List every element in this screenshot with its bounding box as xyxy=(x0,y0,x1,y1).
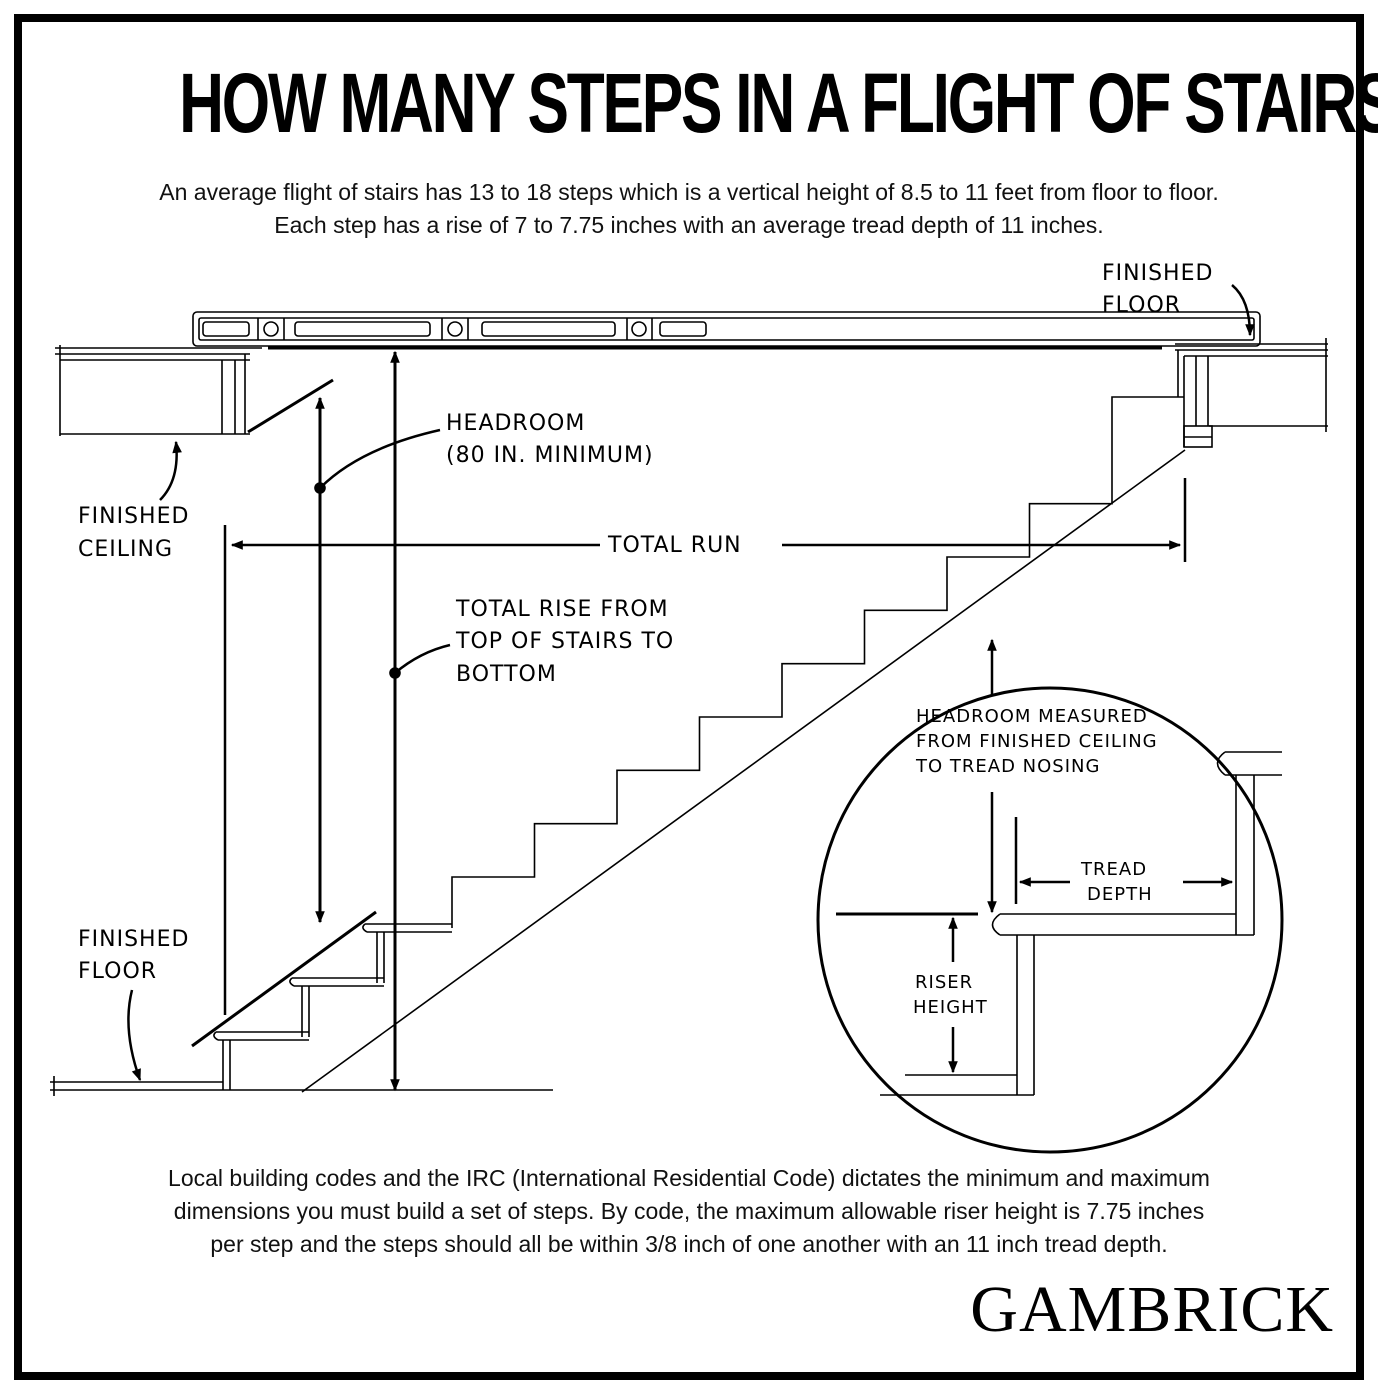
finished-floor-top-leader xyxy=(1231,284,1255,337)
page-title: HOW MANY STEPS IN A FLIGHT OF STAIRS xyxy=(179,56,1378,150)
brand-logo: GAMBRICK xyxy=(970,1273,1334,1346)
finished-floor-bottom-leader xyxy=(127,989,142,1082)
floor-joist-right xyxy=(1175,338,1328,448)
intro-line: Each step has a rise of 7 to 7.75 inches… xyxy=(274,212,1104,238)
handrail-upper xyxy=(247,378,334,434)
label-headroom: HEADROOM(80 IN. MINIMUM) xyxy=(446,411,654,468)
footer-line: Local building codes and the IRC (Intern… xyxy=(168,1165,1210,1191)
stair-profile xyxy=(451,396,1184,928)
lower-treads xyxy=(50,923,553,1096)
spirit-level xyxy=(192,311,1261,347)
intro-text: An average flight of stairs has 13 to 18… xyxy=(0,176,1378,242)
stringer xyxy=(301,449,1186,1093)
finished-ceiling-leader xyxy=(159,440,182,501)
footer-text: Local building codes and the IRC (Intern… xyxy=(0,1162,1378,1261)
headroom-leader xyxy=(319,428,441,489)
detail-inset xyxy=(816,638,1284,1154)
footer-line: per step and the steps should all be wit… xyxy=(210,1231,1168,1257)
intro-line: An average flight of stairs has 13 to 18… xyxy=(159,179,1219,205)
border-frame xyxy=(14,14,1364,1380)
total-rise-leader xyxy=(394,643,451,674)
ceiling-joist-left xyxy=(55,345,262,436)
footer-line: dimensions you must build a set of steps… xyxy=(173,1198,1205,1224)
handrail-lower xyxy=(191,910,377,1048)
label-total-run: TOTAL RUN xyxy=(607,533,742,558)
